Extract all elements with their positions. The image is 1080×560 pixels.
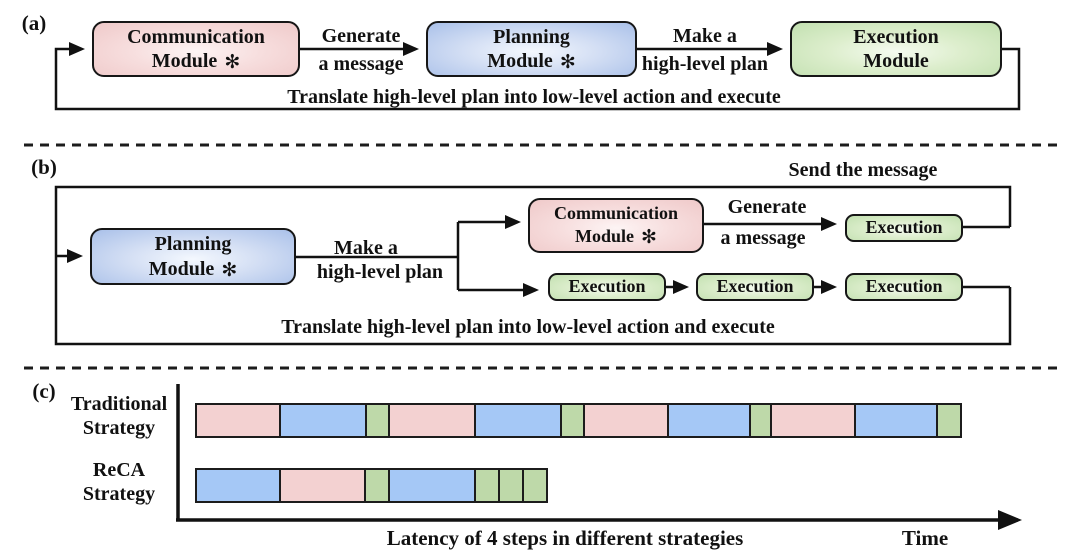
bar-segment-communication xyxy=(770,403,856,438)
c-caption: Latency of 4 steps in different strategi… xyxy=(386,526,744,550)
b-comm-line2-row: Module✻ xyxy=(575,225,657,248)
b-generate-label-line2: a message xyxy=(720,227,806,249)
c-traditional-line2: Strategy xyxy=(82,417,156,439)
bar-segment-execution xyxy=(474,468,500,503)
bar-segment-planning xyxy=(474,403,562,438)
b-comm-line1: Communication xyxy=(553,202,678,223)
b-exec2-label: Execution xyxy=(716,276,794,297)
bar-segment-planning xyxy=(854,403,938,438)
c-row-label-traditional: Traditional Strategy xyxy=(60,392,178,440)
b-exec-top-label: Execution xyxy=(865,217,943,238)
c-row-label-reca: ReCA Strategy xyxy=(60,458,178,506)
a-comm-line2-row: Module✻ xyxy=(151,50,241,73)
b-outer-loop xyxy=(54,185,1012,346)
bar-segment-communication xyxy=(195,403,281,438)
a-generate-label-line2: a message xyxy=(318,53,404,75)
bar-segment-communication xyxy=(279,468,366,503)
b-planning-module-box: Planning Module✻ xyxy=(90,228,296,285)
a-exec-line1: Execution xyxy=(853,25,939,48)
bar-segment-execution xyxy=(560,403,585,438)
panel-a-label: (a) xyxy=(21,11,47,35)
bar-segment-execution xyxy=(498,468,524,503)
bar-segment-execution xyxy=(364,468,390,503)
b-exec3-label: Execution xyxy=(865,276,943,297)
c-reca-line1: ReCA xyxy=(92,459,146,481)
b-execution-box-3: Execution xyxy=(845,273,963,301)
openai-logo-icon: ✻ xyxy=(221,259,238,281)
c-reca-line2: Strategy xyxy=(82,483,156,505)
bar-segment-execution xyxy=(936,403,962,438)
bar-segment-planning xyxy=(667,403,751,438)
bar-segment-planning xyxy=(195,468,281,503)
b-exec1-label: Execution xyxy=(568,276,646,297)
b-plan-label-line1: Make a xyxy=(334,237,398,259)
a-feedback-loop xyxy=(54,42,1021,111)
bar-segment-execution xyxy=(522,468,548,503)
a-plan-line2-row: Module✻ xyxy=(487,50,576,73)
openai-logo-icon: ✻ xyxy=(224,52,241,73)
bar-segment-execution xyxy=(749,403,772,438)
a-plan-label-line1: Make a xyxy=(673,25,737,47)
openai-logo-icon: ✻ xyxy=(559,52,576,73)
bar-segment-execution xyxy=(365,403,390,438)
reca-strategy-bar xyxy=(195,468,548,503)
a-plan-line1: Planning xyxy=(493,25,570,48)
b-execution-box-1: Execution xyxy=(548,273,666,301)
b-generate-label-line1: Generate xyxy=(727,196,807,218)
b-communication-module-box: Communication Module✻ xyxy=(528,198,704,253)
openai-logo-icon: ✻ xyxy=(641,226,657,248)
a-loop-text: Translate high-level plan into low-level… xyxy=(287,86,781,108)
a-exec-line2: Module xyxy=(863,50,929,72)
b-plan-line2-row: Module✻ xyxy=(148,257,238,281)
b-execution-top-box: Execution xyxy=(845,214,963,242)
b-execution-box-2: Execution xyxy=(696,273,814,301)
a-generate-label-line1: Generate xyxy=(321,25,401,47)
panel-b-label: (b) xyxy=(31,155,57,179)
b-loop-text: Translate high-level plan into low-level… xyxy=(281,316,775,338)
bar-segment-communication xyxy=(388,403,476,438)
traditional-strategy-bar xyxy=(195,403,962,438)
bar-segment-communication xyxy=(583,403,669,438)
a-plan-label-line2: high-level plan xyxy=(641,53,769,75)
bar-segment-planning xyxy=(388,468,476,503)
bar-segment-planning xyxy=(279,403,367,438)
b-send-message-label: Send the message xyxy=(788,159,938,181)
a-communication-module-box: Communication Module✻ xyxy=(92,21,300,77)
a-comm-line1: Communication xyxy=(127,25,265,48)
c-traditional-line1: Traditional xyxy=(70,393,168,415)
a-planning-module-box: Planning Module✻ xyxy=(426,21,637,77)
b-plan-line1: Planning xyxy=(154,233,232,256)
a-execution-module-box: Execution Module xyxy=(790,21,1002,77)
panel-c-label: (c) xyxy=(32,379,56,403)
b-plan-label-line2: high-level plan xyxy=(316,261,444,283)
c-time-label: Time xyxy=(901,526,949,550)
